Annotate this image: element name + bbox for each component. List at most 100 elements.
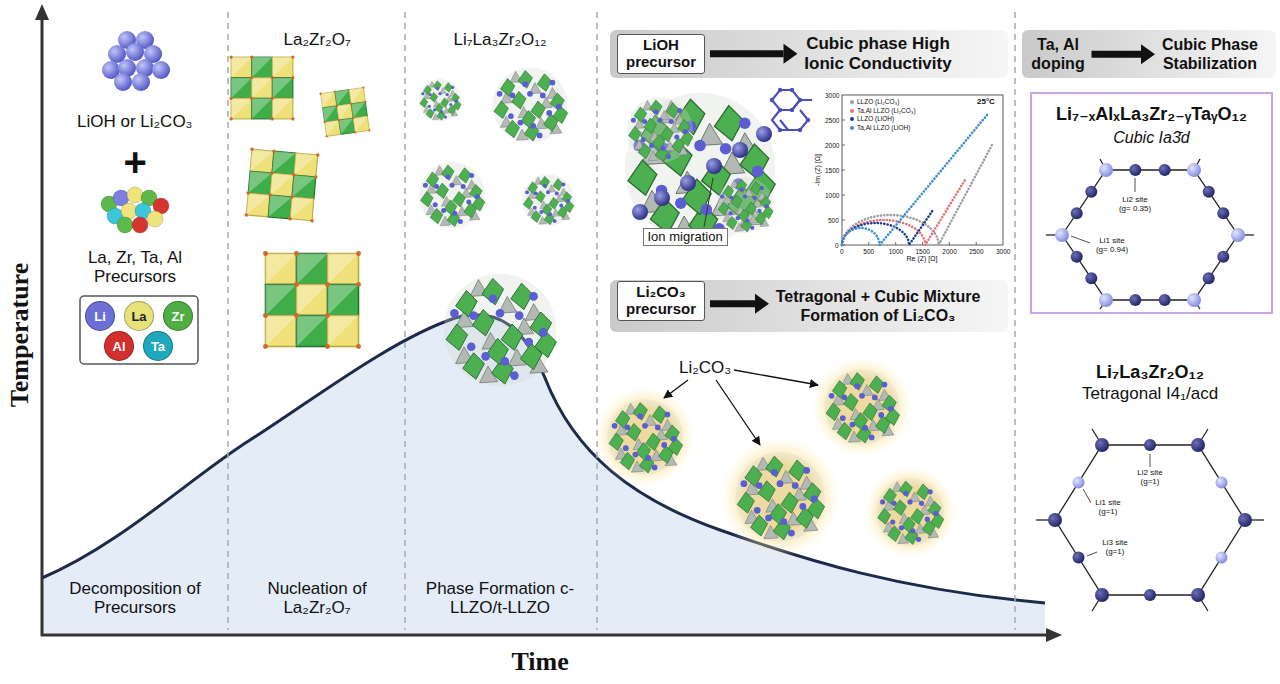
carbonate-particles xyxy=(824,369,899,444)
cubic-li-sites xyxy=(1055,228,1069,242)
result-text: Tetragonal + Cubic Mixture Formation of … xyxy=(774,287,982,325)
callout-label: Li₂CO₃ xyxy=(679,358,731,378)
node-subtext: Cubic Ia3̄d xyxy=(1113,129,1190,147)
ion-migration-crystal xyxy=(704,178,713,227)
tick-label: 1000 xyxy=(889,248,903,255)
lattice-inset xyxy=(778,108,782,112)
plot-axis-title: -Im (Z) [Ω] xyxy=(814,154,822,186)
pyrochlore-crystals xyxy=(319,86,370,137)
cubic-li-sites xyxy=(1203,272,1215,284)
stage-label: Phase Formation c-LLZO/t-LLZO xyxy=(414,579,586,618)
ion-migration-crystal xyxy=(706,158,722,174)
legend-entry: LLZO (Li₂CO₃) xyxy=(850,98,899,105)
arrow-shaft xyxy=(1092,51,1142,58)
node-text: Ta, Al doping xyxy=(1031,36,1084,72)
cubic-li-sites xyxy=(1187,163,1201,177)
site-label: Li3 site (g=1) xyxy=(1097,539,1133,557)
ion-migration-crystal xyxy=(632,126,772,220)
plot-axis-title: Re (Z) [Ω] xyxy=(907,255,938,263)
ion-migration-crystal xyxy=(717,177,773,233)
precursor-spheres xyxy=(117,217,133,233)
pyrochlore-crystals xyxy=(229,55,370,349)
element-circle: La xyxy=(124,301,154,331)
site-label: Li1 site (g=1) xyxy=(1090,499,1126,517)
stage-label: Nucleation of La₂Zr₂O₇ xyxy=(235,579,400,618)
tick-label: 3000 xyxy=(996,248,1010,255)
cubic-li-sites xyxy=(1187,293,1201,307)
carbonate-particles xyxy=(716,380,760,445)
tick-label: 500 xyxy=(828,217,839,224)
formula-label: Li₇La₃Zr₂O₁₂ xyxy=(1096,362,1204,383)
tick-label: 2500 xyxy=(969,248,983,255)
ion-migration-crystal xyxy=(625,93,775,243)
carbonate-particles xyxy=(734,370,818,385)
node-text: Ta xyxy=(151,339,165,354)
arrow-shaft xyxy=(710,50,784,57)
cubic-li-sites xyxy=(1217,207,1229,219)
pyrochlore-crystals xyxy=(263,251,361,349)
tetragonal-li-sites xyxy=(1191,588,1205,602)
stage-divider xyxy=(228,12,1015,630)
tetragonal-li-sites xyxy=(1083,489,1091,503)
lattice-inset xyxy=(778,128,782,132)
legend-swatch xyxy=(850,117,854,121)
tick-label: 3000 xyxy=(825,92,839,99)
cubic-li-sites xyxy=(1135,178,1136,192)
cubic-li-sites xyxy=(1099,293,1113,307)
axes xyxy=(1046,628,1062,642)
tetragonal-li-sites xyxy=(1048,438,1252,602)
arrow-head xyxy=(1141,44,1155,64)
tetragonal-li-sites xyxy=(1144,439,1156,451)
precursor-label: LiOH or Li₂CO₃ xyxy=(77,112,193,132)
ion-migration-crystal xyxy=(654,190,670,206)
tetragonal-li-sites xyxy=(1150,454,1151,467)
impedance-plot xyxy=(842,115,987,245)
axes xyxy=(41,634,1048,637)
phase-label: Li₇La₃Zr₂O₁₂ xyxy=(454,30,547,50)
garnet-crystals xyxy=(419,162,485,228)
precursor-label: La, Zr, Ta, Al Precursors xyxy=(60,248,210,287)
node-text: Cubic phase High Ionic Conductivity xyxy=(804,34,951,73)
axes xyxy=(41,16,44,636)
element-circle: Zr xyxy=(163,301,193,331)
tetragonal-li-sites xyxy=(1216,552,1228,564)
tetragonal-li-sites xyxy=(1073,552,1085,564)
cubic-li-sites xyxy=(1071,236,1090,243)
carbonate-particles xyxy=(607,399,682,474)
arrow-head xyxy=(784,44,798,64)
legend-entry: Ta,Al LLZO (Li₂CO₃) xyxy=(850,107,916,114)
node-text: Li₇₋ₓAlₓLa₃Zr₂₋ᵧTaᵧO₁₂ xyxy=(1056,103,1247,125)
cubic-li-sites xyxy=(1159,294,1171,306)
legend-entry: LLZO (LiOH) xyxy=(850,115,894,122)
cubic-li-sites xyxy=(1217,251,1229,263)
ion-migration-crystal xyxy=(756,126,772,142)
tetragonal-li-sites xyxy=(1191,438,1205,452)
result-text: Cubic Phase Stabilization xyxy=(1160,35,1260,73)
cubic-li-sites xyxy=(1085,186,1097,198)
tick-label: 2500 xyxy=(825,117,839,124)
tetragonal-li-sites xyxy=(1055,445,1245,595)
cubic-li-sites xyxy=(1046,159,1254,309)
carbonate-particles xyxy=(595,387,695,487)
pyrochlore-crystals xyxy=(244,147,319,222)
node-text: Zr xyxy=(172,309,185,324)
lattice-inset xyxy=(770,88,810,132)
tetragonal-li-sites xyxy=(1073,477,1228,564)
tick-label: 1000 xyxy=(825,192,839,199)
callout-label: Ion migration xyxy=(643,228,728,247)
cubic-li-sites xyxy=(1055,163,1245,307)
site-label: Li1 site (g= 0.94) xyxy=(1094,237,1130,255)
element-circle: Ta xyxy=(143,331,173,361)
legend-swatch xyxy=(850,100,854,104)
site-label: Li2 site (g=1) xyxy=(1132,469,1168,487)
tetragonal-li-sites xyxy=(1095,438,1109,452)
garnet-crystals xyxy=(419,79,461,121)
result-banner xyxy=(610,280,1008,332)
node-text: LiOH precursor xyxy=(626,36,696,70)
arrow-shaft xyxy=(710,300,755,307)
lattice-inset xyxy=(780,100,812,130)
carbonate-particles xyxy=(812,357,912,457)
stage-label: Decomposition of Precursors xyxy=(53,579,218,618)
pyrochlore-crystals xyxy=(229,55,294,120)
element-circle: Al xyxy=(104,331,134,361)
